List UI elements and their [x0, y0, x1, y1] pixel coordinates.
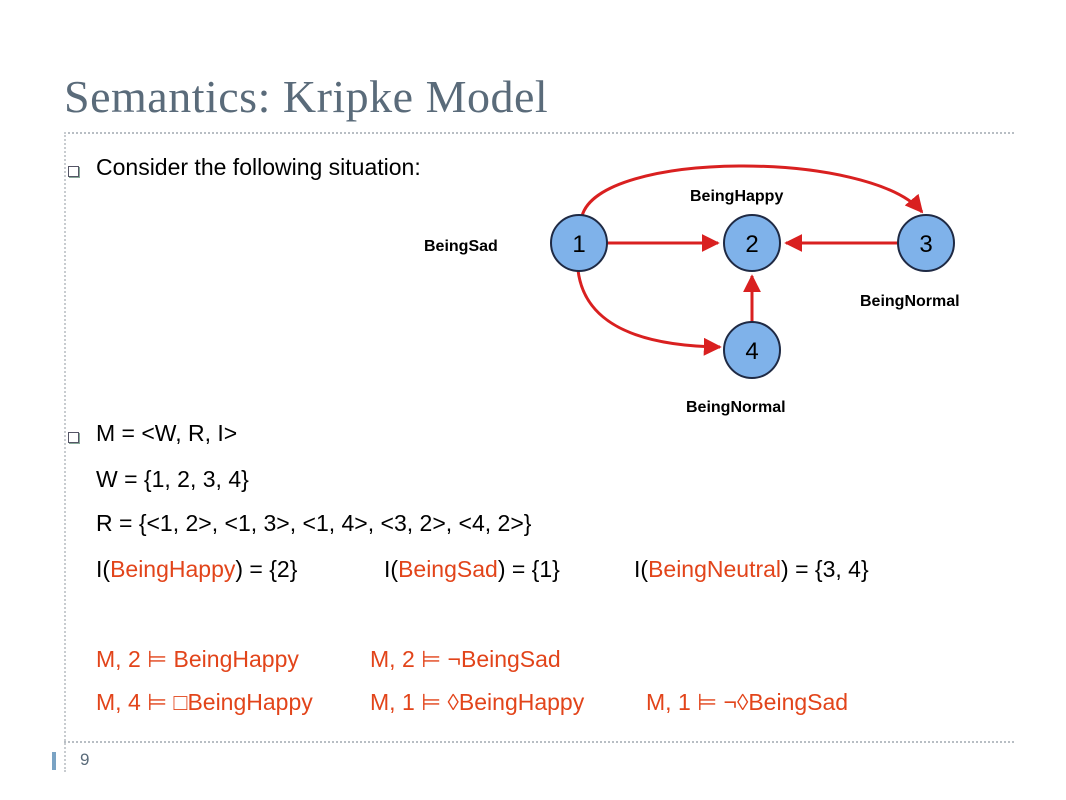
label-node-3: BeingNormal [860, 293, 960, 310]
left-margin-rule [64, 132, 66, 772]
entailment-2: M, 2 ⊨ ¬BeingSad [370, 646, 561, 672]
world-node-1: 1 [550, 214, 608, 272]
label-node-1: BeingSad [424, 238, 498, 255]
edge-1-4 [576, 269, 722, 356]
bullet-square-icon [68, 166, 79, 177]
world-node-3-label: 3 [919, 231, 932, 258]
page-number: 9 [80, 750, 90, 769]
interpretation-sad: I(BeingSad) = {1} [384, 556, 560, 582]
world-node-2-label: 2 [745, 231, 758, 258]
entailment-3: M, 4 ⊨ □BeingHappy [96, 689, 313, 715]
bullet-square-icon [68, 432, 79, 443]
interpretation-happy: I(BeingHappy) = {2} [96, 556, 298, 582]
world-node-4-label: 4 [745, 338, 758, 365]
title-divider [64, 132, 1014, 134]
world-node-4: 4 [723, 321, 781, 379]
label-node-4: BeingNormal [686, 399, 786, 416]
footer-divider [64, 741, 1014, 743]
bullet-consider-text: Consider the following situation: [96, 154, 421, 180]
edge-1-3 [580, 164, 924, 217]
interpretation-neutral: I(BeingNeutral) = {3, 4} [634, 556, 869, 582]
world-node-3: 3 [897, 214, 955, 272]
model-definition: M = <W, R, I> [96, 420, 238, 446]
relation-definition: R = {<1, 2>, <1, 3>, <1, 4>, <3, 2>, <4,… [96, 510, 532, 536]
world-node-2: 2 [723, 214, 781, 272]
worlds-definition: W = {1, 2, 3, 4} [96, 466, 249, 492]
label-node-2: BeingHappy [690, 188, 783, 205]
entailment-5: M, 1 ⊨ ¬◊BeingSad [646, 689, 849, 715]
slide-title: Semantics: Kripke Model [64, 71, 549, 122]
world-node-1-label: 1 [572, 231, 585, 258]
entailment-4: M, 1 ⊨ ◊BeingHappy [370, 689, 585, 715]
page-marker [52, 752, 56, 770]
entailment-1: M, 2 ⊨ BeingHappy [96, 646, 299, 672]
